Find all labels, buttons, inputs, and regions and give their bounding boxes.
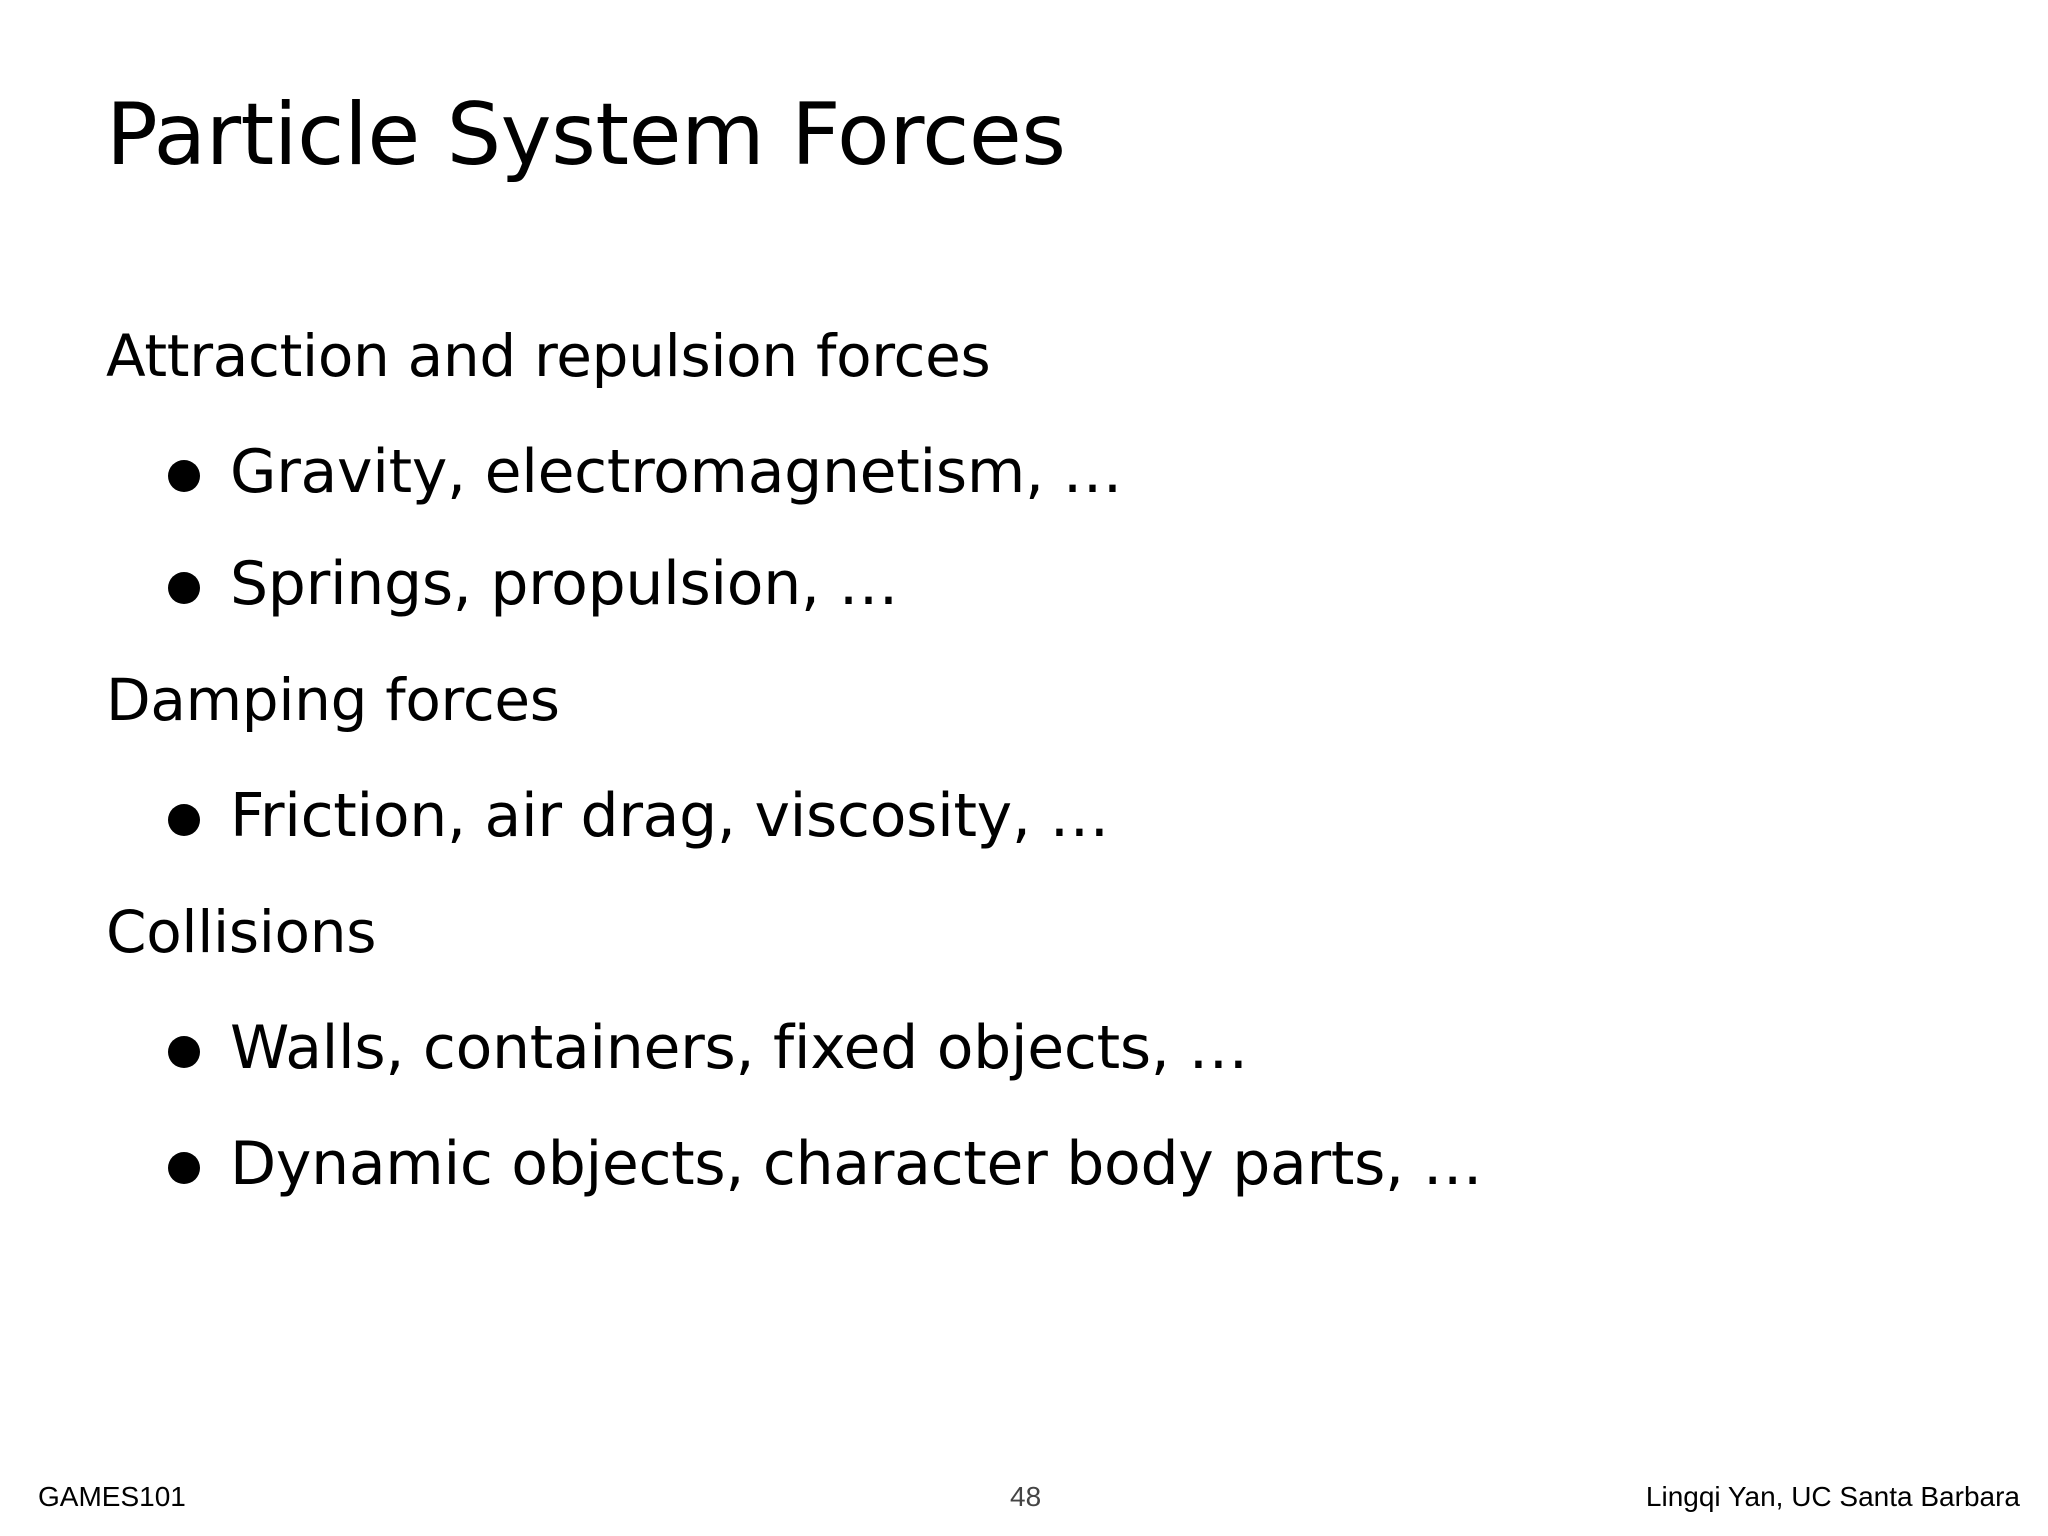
- bullet-dot-icon: [168, 804, 200, 836]
- bullet-dot-icon: [168, 1152, 200, 1184]
- bullet-text: Gravity, electromagnetism, …: [230, 437, 1123, 507]
- bullet-dot-icon: [168, 572, 200, 604]
- footer-course-name: GAMES101: [38, 1481, 186, 1512]
- bullet-text: Dynamic objects, character body parts, …: [230, 1129, 1483, 1199]
- bullet-text: Springs, propulsion, …: [230, 549, 899, 619]
- slide-title: Particle System Forces: [106, 85, 1066, 185]
- bullet-text: Walls, containers, fixed objects, …: [230, 1013, 1249, 1083]
- bullet-dot-icon: [168, 460, 200, 492]
- bullet-text: Friction, air drag, viscosity, …: [230, 781, 1110, 851]
- section-heading-damping: Damping forces: [106, 666, 560, 734]
- page-number: 48: [1010, 1481, 1042, 1512]
- bullet-dot-icon: [168, 1036, 200, 1068]
- section-heading-collisions: Collisions: [106, 898, 377, 966]
- section-heading-attraction-repulsion: Attraction and repulsion forces: [106, 322, 991, 390]
- footer-author: Lingqi Yan, UC Santa Barbara: [1645, 1481, 2020, 1512]
